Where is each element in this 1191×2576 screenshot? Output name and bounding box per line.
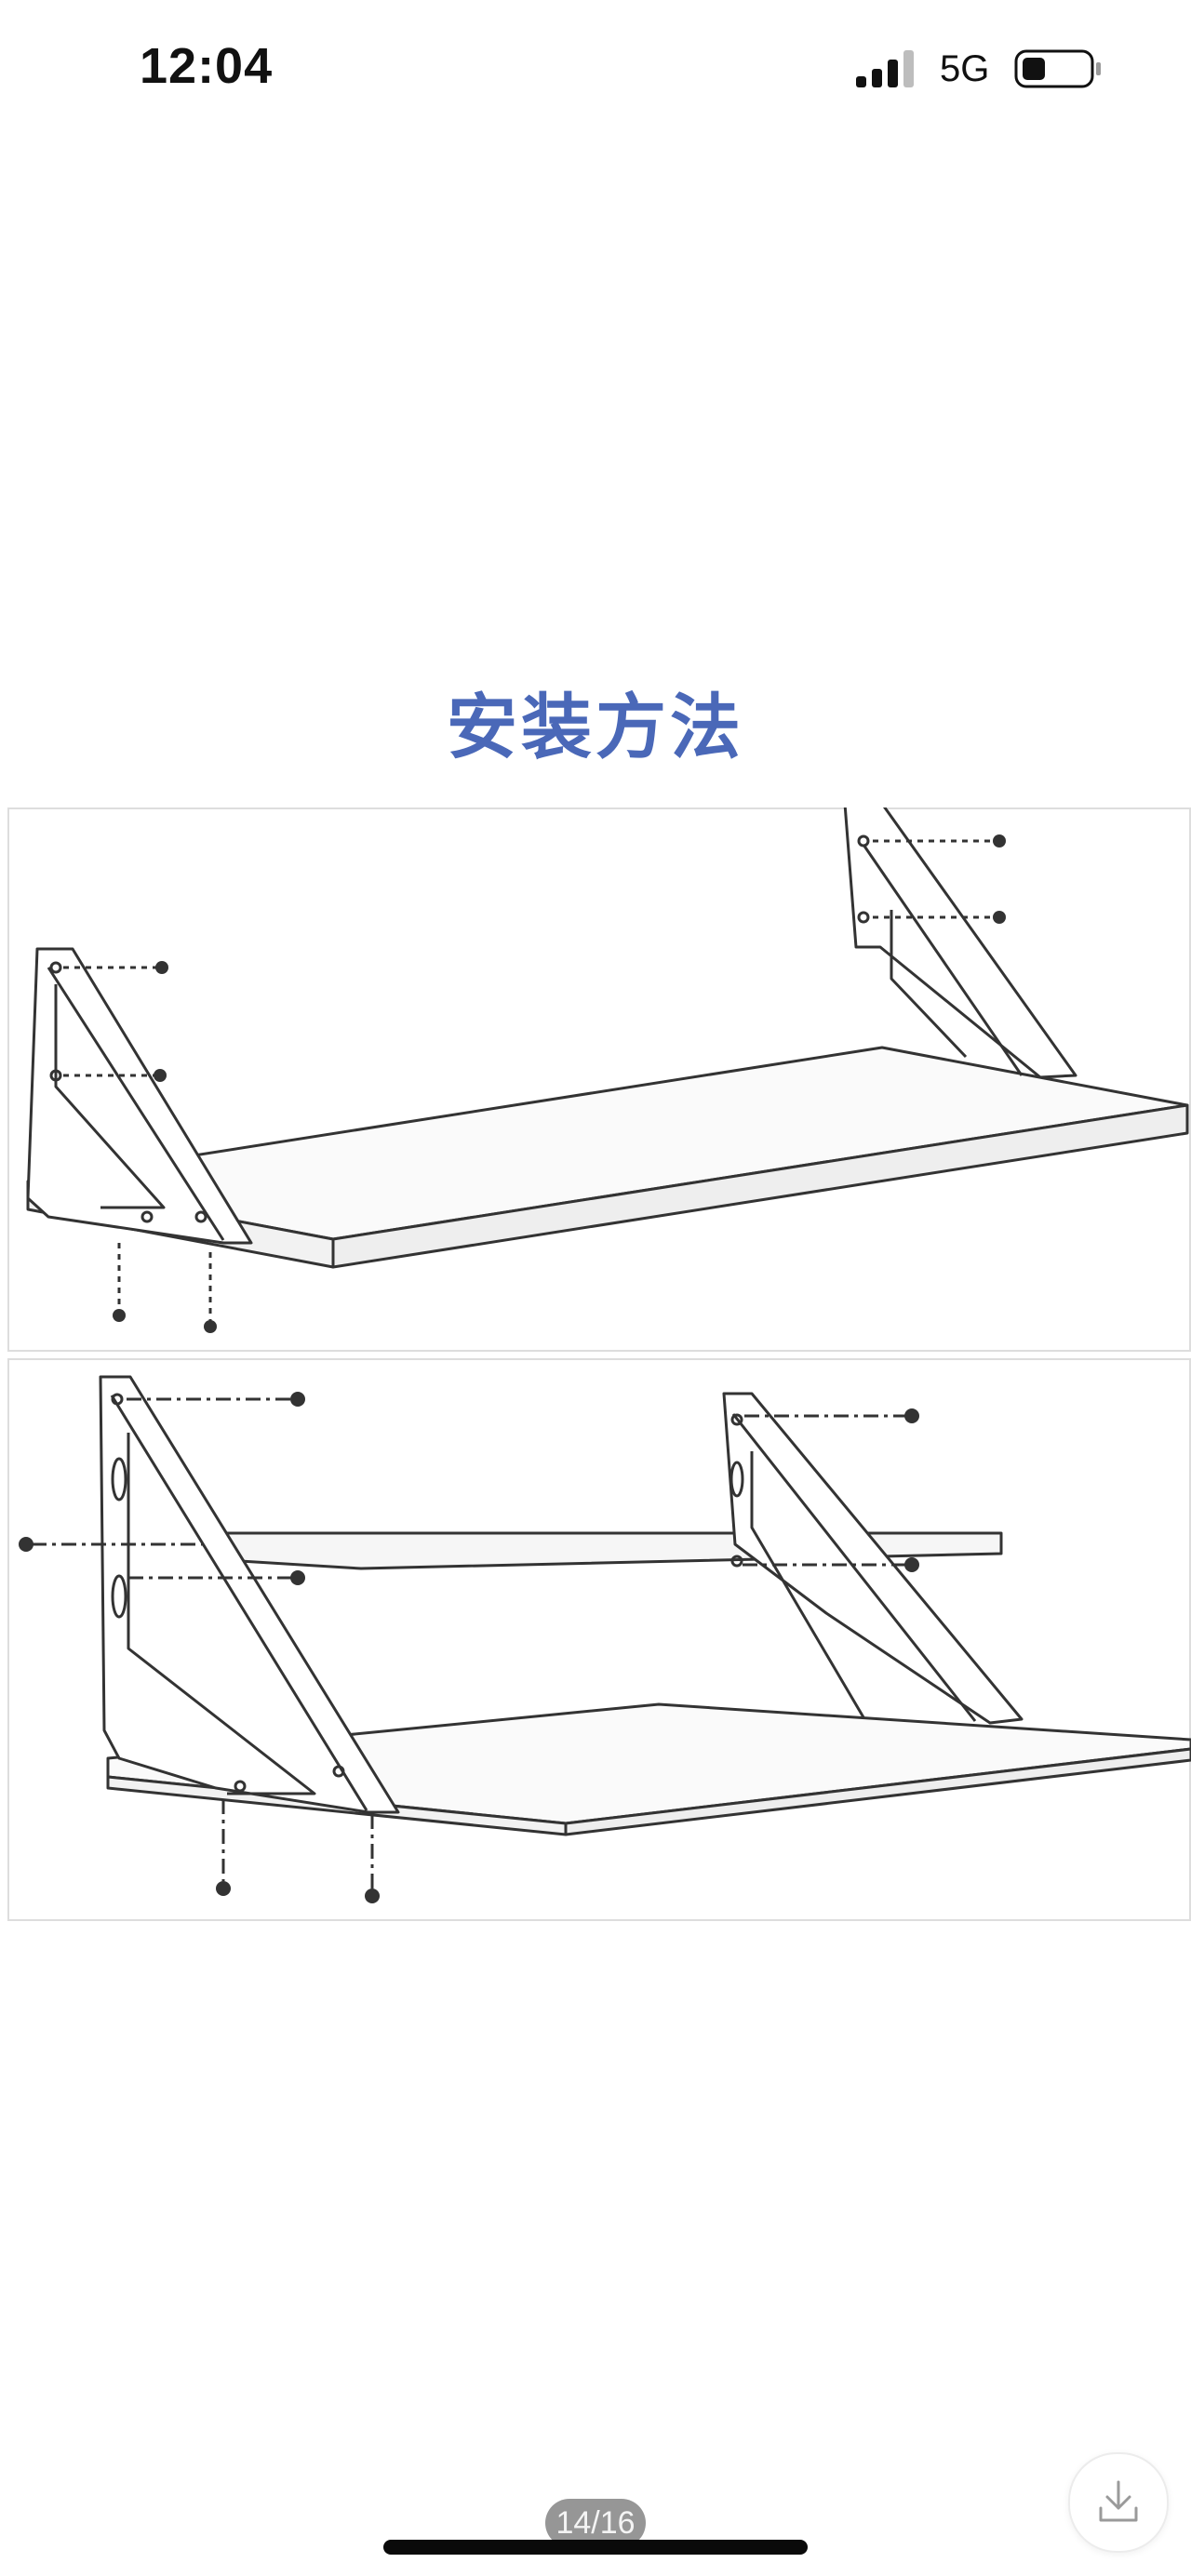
signal-bars-icon — [856, 50, 914, 87]
status-bar: 12:04 5G — [0, 0, 1191, 140]
battery-icon — [1014, 49, 1101, 88]
single-shelf-installation-diagram — [7, 808, 1191, 1352]
home-indicator[interactable] — [383, 2540, 808, 2555]
single-shelf-diagram-icon — [7, 808, 1191, 1352]
page-title: 安装方法 — [447, 686, 744, 768]
download-icon — [1099, 2480, 1138, 2522]
double-shelf-diagram-icon — [7, 1358, 1191, 1921]
page-counter: 14/16 — [545, 2499, 646, 2547]
status-time: 12:04 — [140, 38, 274, 94]
network-label: 5G — [940, 48, 990, 89]
double-shelf-installation-diagram — [7, 1358, 1191, 1921]
download-button[interactable] — [1068, 2452, 1169, 2553]
